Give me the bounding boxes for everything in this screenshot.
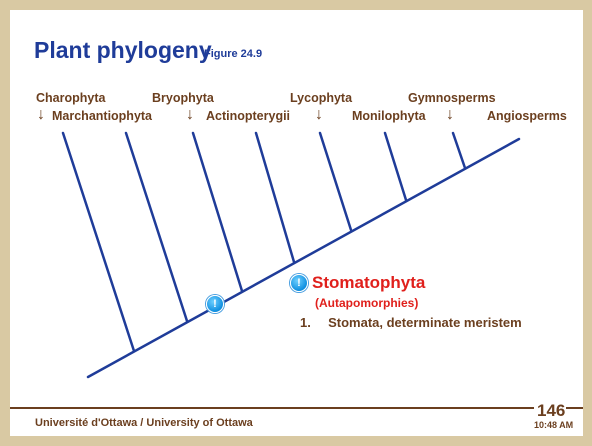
arrow-down-icon: ↓ [446, 106, 454, 123]
arrow-down-icon: ↓ [186, 106, 194, 123]
slide-time: 10:48 AM [534, 420, 574, 430]
figure-reference: Figure 24.9 [204, 48, 263, 60]
arrow-down-icon: ↓ [37, 106, 45, 123]
footer-institution: Université d'Ottawa / University of Otta… [35, 417, 253, 429]
footer-rule-right [566, 407, 583, 409]
taxon-label-charophyta: Charophyta [36, 91, 106, 105]
footer-rule-left [10, 407, 534, 409]
taxon-label-actinopterygii: Actinopterygii [206, 109, 291, 123]
item-number: 1. [300, 315, 311, 330]
branch-actinopterygii [254, 131, 296, 264]
branch-lycophyta [318, 131, 353, 232]
clade-subtitle: (Autapomorphies) [315, 296, 419, 310]
branch-bryophyta [191, 131, 244, 293]
tree-backbone [86, 137, 521, 379]
taxon-label-angiosperms: Angiosperms [487, 109, 567, 123]
autapomorphy-item: 1. Stomata, determinate meristem [300, 315, 522, 330]
taxon-label-monilophyta: Monilophyta [352, 109, 426, 123]
taxon-label-lycophyta: Lycophyta [290, 91, 353, 105]
taxon-label-bryophyta: Bryophyta [152, 91, 214, 105]
clade-name: Stomatophyta [312, 273, 426, 292]
node-marker-icon[interactable]: ! [206, 295, 224, 313]
arrow-down-icon: ↓ [315, 106, 323, 123]
page-title: Plant phylogeny [34, 37, 212, 63]
taxon-label-gymnosperms: Gymnosperms [408, 91, 496, 105]
branch-monilophyta [383, 131, 408, 202]
info-bullet-icon: ! [290, 274, 308, 292]
item-text: Stomata, determinate meristem [328, 315, 522, 330]
branch-charophyta [61, 131, 136, 353]
branch-gymnosperms [451, 131, 467, 170]
slide-number: 146 [537, 401, 566, 420]
taxon-label-marchantiophyta: Marchantiophyta [52, 109, 153, 123]
branch-marchantiophyta [124, 131, 189, 323]
